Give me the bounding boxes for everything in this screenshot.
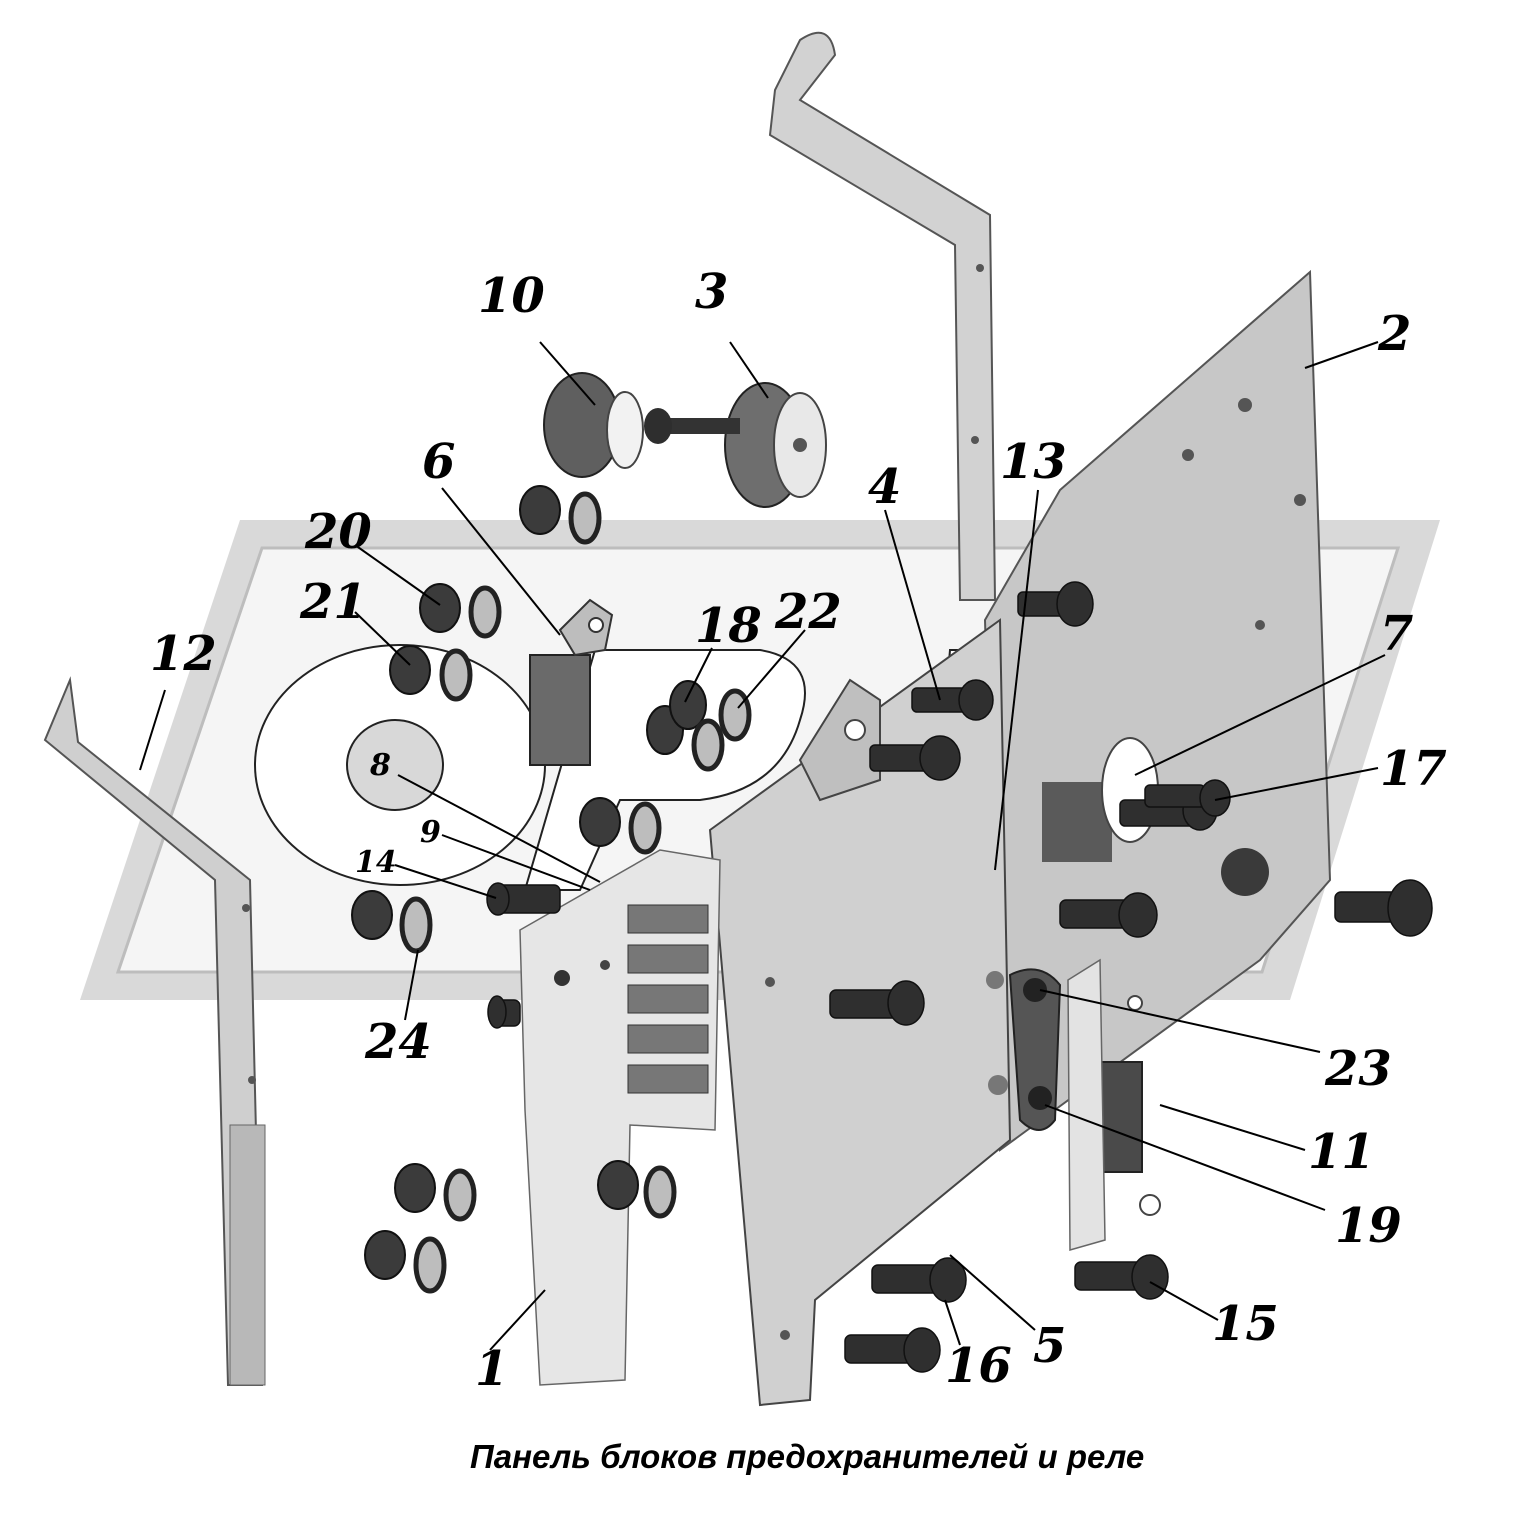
callout-21: 21 xyxy=(299,574,367,630)
bolt-lower-left xyxy=(487,995,521,1029)
bolt-part-4 xyxy=(911,679,994,721)
bolt-part-16-a xyxy=(871,1257,967,1303)
callout-11: 11 xyxy=(1308,1124,1375,1180)
nut-washer-lower-b xyxy=(364,1230,447,1294)
callout-2: 2 xyxy=(1377,306,1411,362)
nut-washer-lower-a xyxy=(394,1163,477,1222)
nuts-part-18 xyxy=(646,680,752,772)
callout-24: 24 xyxy=(364,1014,432,1070)
nut-washer-lower-c xyxy=(597,1160,677,1219)
bracket-left-part-12 xyxy=(43,676,266,1386)
bolt-right xyxy=(1334,879,1433,937)
nut-washer-mid xyxy=(579,797,662,855)
jumper-part-19 xyxy=(986,968,1062,1131)
callout-1: 1 xyxy=(475,1341,508,1397)
bolt-mid-c xyxy=(829,980,925,1026)
callout-14: 14 xyxy=(355,845,397,880)
terminal-block-part-11 xyxy=(1067,958,1161,1251)
nuts-and-washers xyxy=(351,485,752,1294)
leader-lines xyxy=(139,341,1386,1351)
callout-labels: 1 2 3 4 5 6 7 8 9 10 11 12 13 14 15 16 1… xyxy=(150,264,1447,1397)
callout-23: 23 xyxy=(1324,1041,1392,1097)
rear-plate-part-2 xyxy=(983,269,1332,1152)
callout-9: 9 xyxy=(420,815,441,850)
callout-22: 22 xyxy=(774,584,842,640)
nut-part-24 xyxy=(351,890,433,954)
figure-caption: Панель блоков предохранителей и реле xyxy=(470,1438,1145,1475)
bolt-mid-b xyxy=(1059,892,1158,938)
bolt-upper-a xyxy=(1017,581,1094,627)
bolt-part-16-b xyxy=(844,1327,941,1373)
callout-19: 19 xyxy=(1335,1198,1402,1254)
bracket-upper-vertical xyxy=(768,31,997,601)
fuse-block-part-1 xyxy=(519,849,721,1386)
callout-4: 4 xyxy=(868,459,901,515)
nut-part-20 xyxy=(419,583,502,639)
callout-17: 17 xyxy=(1380,741,1447,797)
callout-12: 12 xyxy=(150,626,217,682)
callout-20: 20 xyxy=(304,504,372,560)
callout-15: 15 xyxy=(1212,1296,1279,1352)
callout-5: 5 xyxy=(1033,1318,1066,1374)
bushing-part-7 xyxy=(1042,737,1159,862)
bolts xyxy=(486,581,1433,1373)
relay-part-6 xyxy=(529,598,614,766)
callout-18: 18 xyxy=(695,598,762,654)
callout-7: 7 xyxy=(1380,606,1413,662)
bolt-part-15 xyxy=(1074,1254,1169,1300)
callout-13: 13 xyxy=(1000,434,1067,490)
callout-3: 3 xyxy=(695,264,728,320)
callout-6: 6 xyxy=(422,434,455,490)
callout-8: 8 xyxy=(369,748,391,783)
bolt-part-10 xyxy=(543,372,740,478)
nut-part-21 xyxy=(389,645,473,702)
bolt-part-17 xyxy=(1119,779,1231,831)
grommet-part-3 xyxy=(724,382,827,508)
bolt-part-14 xyxy=(486,882,561,916)
callout-10: 10 xyxy=(478,268,545,324)
callout-16: 16 xyxy=(945,1338,1012,1394)
nut-washer-top xyxy=(519,485,602,545)
bolt-mid-a xyxy=(869,735,961,781)
